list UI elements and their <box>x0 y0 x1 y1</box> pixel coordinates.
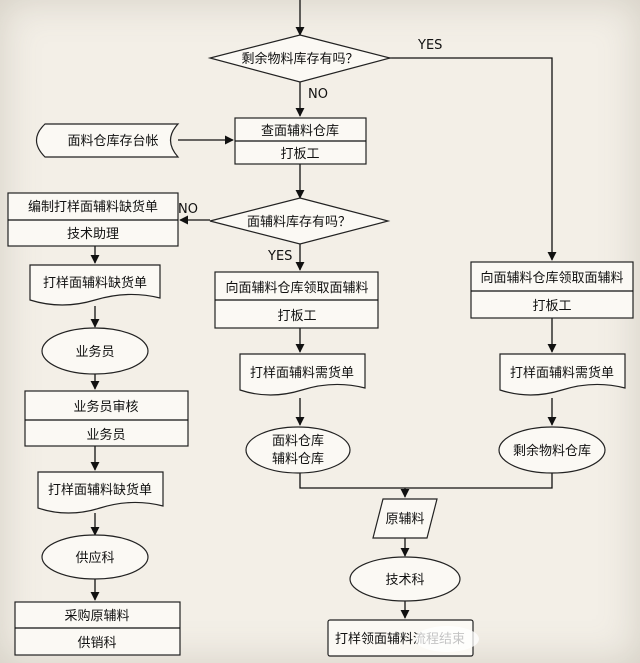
purchase-materials-label: 采购原辅料 <box>64 608 129 624</box>
supply-dept-label: 供应科 <box>75 550 114 566</box>
tech-dept-label: 技术科 <box>385 573 424 588</box>
decision-remaining-stock: 剩余物料库存有吗？ <box>207 34 393 83</box>
watermark-logo <box>415 626 479 652</box>
warehouse-mid-terminal: 面料仓库 辅料仓库 <box>245 426 351 474</box>
check-accessories-role: 打板工 <box>280 147 319 162</box>
check-accessories-label: 查面辅料仓库 <box>261 123 339 139</box>
edge-label-no-2: NO <box>178 202 198 217</box>
decision-remaining-stock-label: 剩余物料库存有吗？ <box>241 51 358 67</box>
warehouse-mid-line1: 面料仓库 <box>272 433 324 449</box>
remaining-warehouse-label: 剩余物料仓库 <box>513 443 591 459</box>
compile-shortage-role: 技术助理 <box>67 227 119 242</box>
salesperson-review-role: 业务员 <box>86 427 125 443</box>
decision-accessory-stock: 面辅料库存有吗？ <box>209 197 391 245</box>
receive-mid-role: 打板工 <box>277 309 316 324</box>
shortage-document-1-label: 打样面辅料缺货单 <box>43 275 147 291</box>
receive-materials-right-box: 向面辅料仓库领取面辅料 打板工 <box>470 261 634 319</box>
shortage-document-1: 打样面辅料缺货单 <box>29 264 161 306</box>
edge-yes-to-right <box>388 57 557 261</box>
edge-label-yes-1: YES <box>417 38 442 53</box>
compile-shortage-label: 编制打样面辅料缺货单 <box>28 199 158 215</box>
tech-dept-terminal: 技术科 <box>349 556 461 602</box>
edge-label-yes-2: YES <box>267 249 292 264</box>
purchase-materials-role: 供销科 <box>77 636 116 651</box>
receive-right-label: 向面辅料仓库领取面辅料 <box>480 270 623 286</box>
salesperson-review-label: 业务员审核 <box>73 399 138 415</box>
need-document-mid: 打样面辅料需货单 <box>239 353 366 396</box>
warehouse-mid-line2: 辅料仓库 <box>272 451 324 467</box>
receive-materials-mid-box: 向面辅料仓库领取面辅料 打板工 <box>214 271 379 329</box>
shortage-document-2: 打样面辅料缺货单 <box>37 471 164 514</box>
decision-accessory-stock-label: 面辅料库存有吗？ <box>247 214 351 230</box>
connectors <box>90 0 557 619</box>
raw-material-io: 原辅料 <box>372 498 438 539</box>
supply-dept-terminal: 供应科 <box>41 534 149 580</box>
salesperson-terminal-1: 业务员 <box>41 327 149 375</box>
need-document-right: 打样面辅料需货单 <box>499 353 626 396</box>
fabric-ledger-label: 面料仓库存台帐 <box>67 133 158 149</box>
need-document-right-label: 打样面辅料需货单 <box>510 365 614 381</box>
shortage-document-2-label: 打样面辅料缺货单 <box>48 482 152 498</box>
fabric-ledger-storage: 面料仓库存台帐 <box>35 123 180 158</box>
edge-label-no-1: NO <box>308 87 328 102</box>
remaining-warehouse-terminal: 剩余物料仓库 <box>498 426 606 474</box>
salesperson-review-box: 业务员审核 业务员 <box>24 390 189 447</box>
raw-material-label: 原辅料 <box>385 512 424 527</box>
salesperson-1-label: 业务员 <box>75 344 114 360</box>
edge-merge <box>299 470 553 489</box>
purchase-materials-box: 采购原辅料 供销科 <box>14 601 181 656</box>
need-document-mid-label: 打样面辅料需货单 <box>250 365 354 381</box>
receive-right-role: 打板工 <box>532 299 571 314</box>
compile-shortage-box: 编制打样面辅料缺货单 技术助理 <box>7 192 179 247</box>
receive-mid-label: 向面辅料仓库领取面辅料 <box>225 280 368 296</box>
check-accessories-box: 查面辅料仓库 打板工 <box>234 117 367 165</box>
